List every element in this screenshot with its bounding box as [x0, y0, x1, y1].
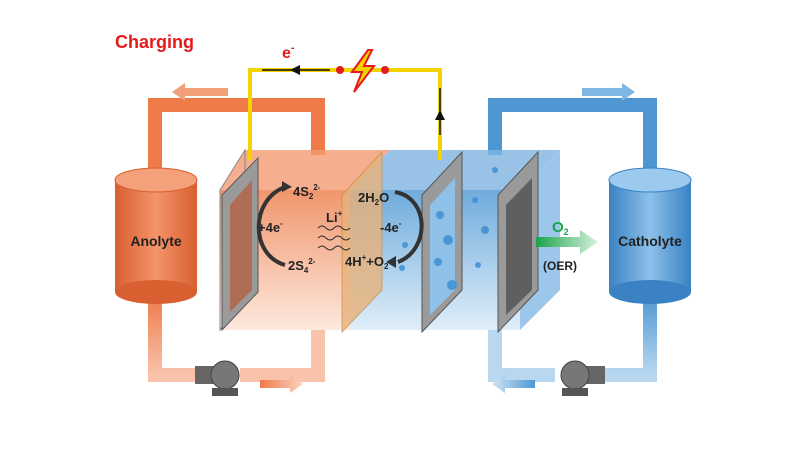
lightning-icon: [350, 49, 377, 93]
flow-arrow-bottom-right: [492, 375, 535, 393]
catholyte-pipes: [488, 98, 657, 382]
o2-label: O: [552, 219, 564, 236]
svg-text:O2: O2: [552, 219, 569, 237]
charging-title: Charging: [115, 32, 194, 52]
svg-text:Li+: Li+: [326, 209, 343, 225]
svg-text:4S22-: 4S22-: [293, 183, 321, 201]
svg-text:+4e-: +4e-: [258, 219, 283, 235]
membrane: [341, 150, 383, 334]
bubbles: [399, 167, 498, 290]
svg-text:e-: e-: [282, 42, 295, 62]
electron-label: e: [282, 45, 291, 62]
anolyte-pipes: [148, 98, 325, 382]
pump-right: [560, 360, 605, 396]
ion-label: Li: [326, 210, 338, 225]
catholyte-tank: Catholyte: [608, 167, 692, 304]
oer-label: (OER): [543, 259, 577, 273]
li-ion-waves: [317, 225, 351, 251]
svg-text:-4e-: -4e-: [380, 219, 402, 235]
flow-arrow-top-right: [582, 83, 635, 101]
svg-text:2S42-: 2S42-: [288, 257, 316, 275]
pump-left: [195, 360, 240, 396]
flow-arrow-bottom-left: [260, 375, 303, 393]
catholyte-label: Catholyte: [618, 233, 682, 249]
svg-text:2H2O: 2H2O: [358, 190, 389, 207]
cell: [219, 148, 560, 334]
anolyte-tank: Anolyte: [114, 167, 198, 304]
o2-arrow: [536, 230, 598, 254]
anolyte-label: Anolyte: [130, 233, 182, 249]
external-circuit: [248, 49, 445, 160]
svg-text:4H++O2: 4H++O2: [345, 253, 389, 271]
flow-arrow-top-left: [172, 83, 228, 101]
